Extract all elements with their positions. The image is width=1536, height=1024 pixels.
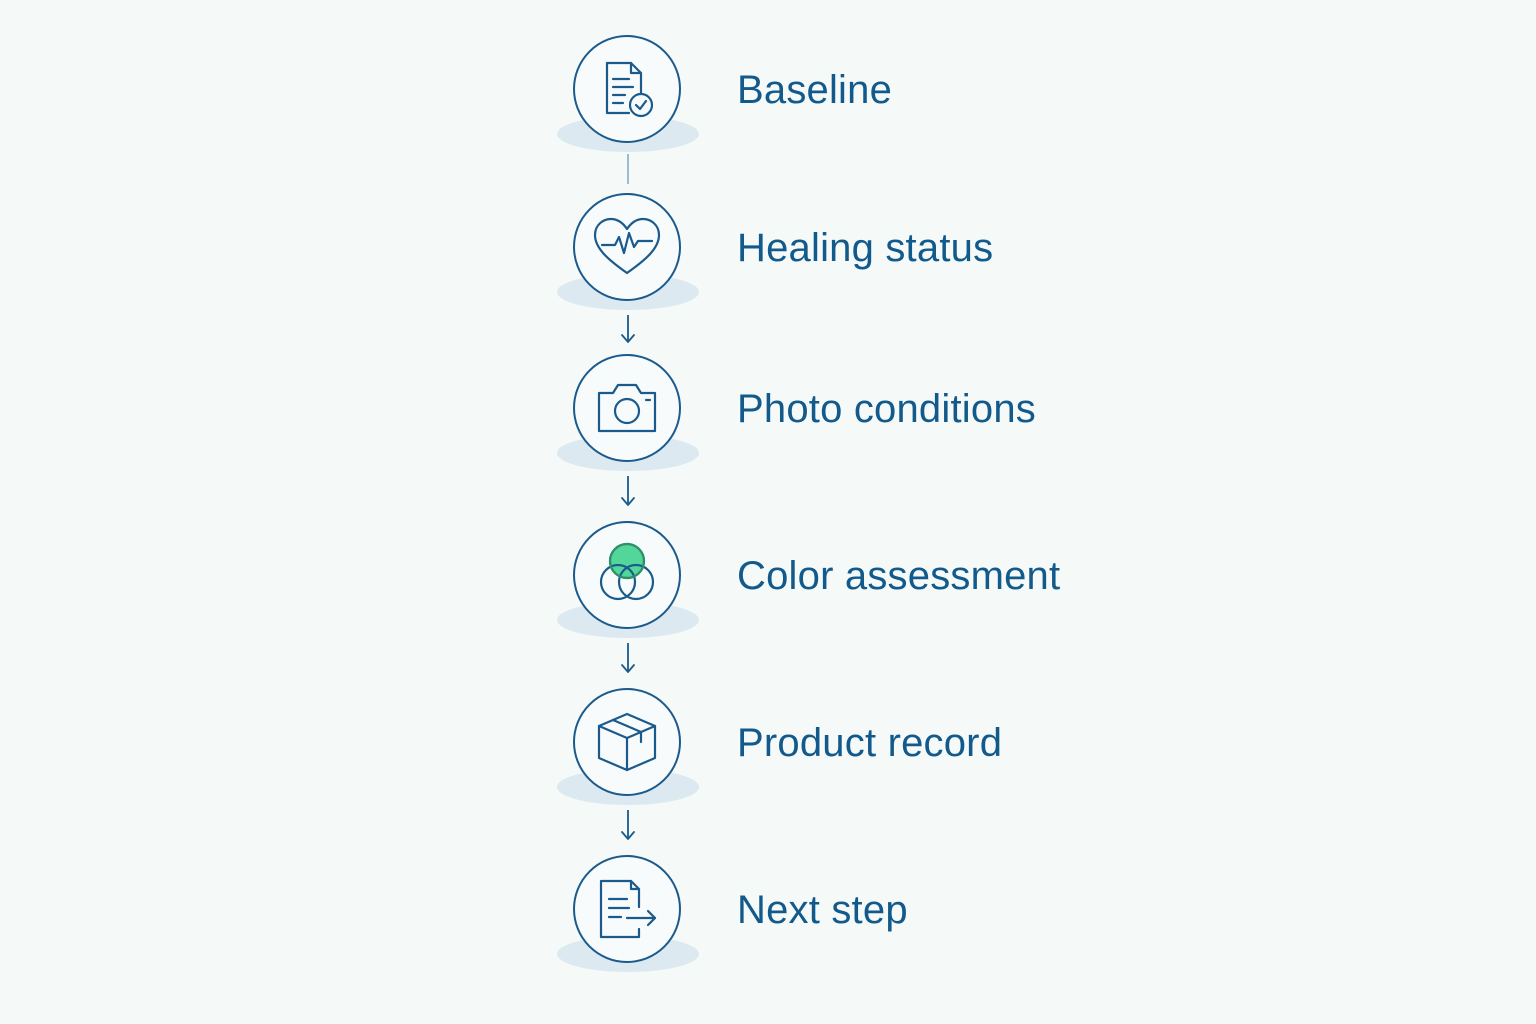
- connector-arrow: [621, 810, 635, 840]
- step-icon-circle: [573, 354, 681, 462]
- connector-line: [627, 154, 629, 184]
- step-label: Product record: [737, 721, 1003, 765]
- document-check-icon: [605, 61, 654, 118]
- step-icon-circle: [573, 855, 681, 963]
- camera-icon: [597, 383, 657, 433]
- step-label: Color assessment: [737, 554, 1061, 598]
- step-label: Healing status: [737, 226, 994, 270]
- connector-arrow: [621, 643, 635, 673]
- color-circles-icon: [599, 542, 655, 601]
- step-icon-circle: [573, 521, 681, 629]
- connector-arrow: [621, 476, 635, 506]
- step-label: Baseline: [737, 68, 893, 112]
- box-icon: [597, 712, 657, 772]
- step-label: Photo conditions: [737, 387, 1036, 431]
- step-icon-circle: [573, 35, 681, 143]
- step-label: Next step: [737, 888, 908, 932]
- connector-arrow: [621, 315, 635, 343]
- step-icon-circle: [573, 688, 681, 796]
- heart-pulse-icon: [593, 217, 661, 275]
- document-arrow-icon: [599, 879, 657, 939]
- step-icon-circle: [573, 193, 681, 301]
